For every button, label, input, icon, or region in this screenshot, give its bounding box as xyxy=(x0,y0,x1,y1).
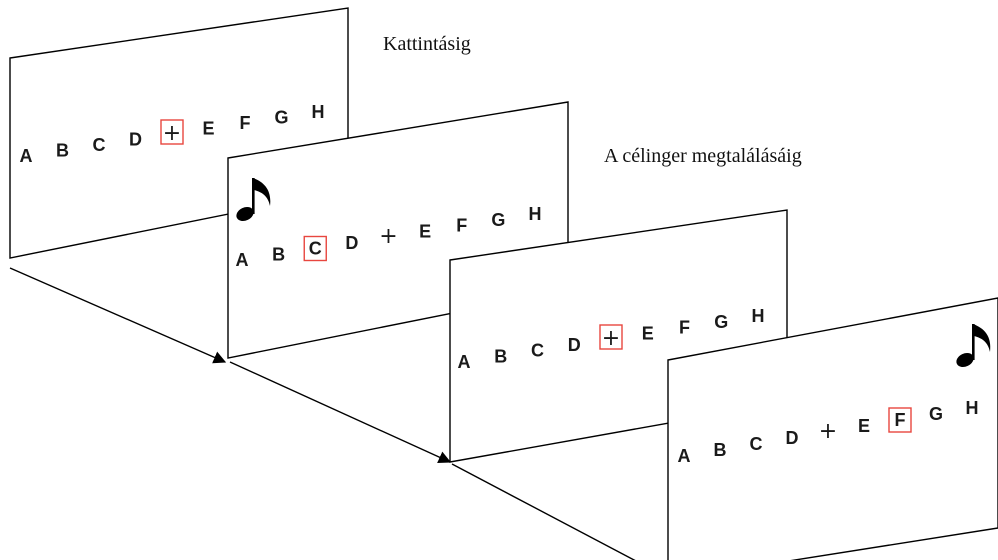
target-highlight-box xyxy=(160,119,184,145)
fixation-cross: + xyxy=(819,419,837,444)
stimulus-letter: G xyxy=(929,404,943,424)
target-highlight-box xyxy=(599,324,623,350)
stimulus-letter: H xyxy=(752,306,765,326)
stimulus-letter: A xyxy=(458,352,471,372)
target-highlight-box xyxy=(303,235,327,262)
stimulus-letter: B xyxy=(494,346,507,366)
caption-click: Kattintásig xyxy=(383,33,471,55)
stimulus-letter: A xyxy=(678,446,691,466)
stimulus-letter: E xyxy=(202,119,214,139)
stimulus-letter: F xyxy=(679,318,690,338)
stimulus-letter: B xyxy=(714,440,727,460)
screen-panel-4: A B C D + E F G H xyxy=(667,297,998,560)
stimulus-letter: E xyxy=(858,416,870,436)
fixation-cross: + xyxy=(379,224,397,249)
stimulus-letter: A xyxy=(20,146,33,166)
stimulus-letter: F xyxy=(456,216,467,236)
stimulus-letter: E xyxy=(642,323,654,343)
stimulus-letter: E xyxy=(419,221,431,241)
eighth-note-icon xyxy=(956,324,991,368)
stimulus-letter: G xyxy=(274,108,288,128)
stimulus-letter: A xyxy=(236,250,249,270)
stimulus-letter: H xyxy=(529,204,542,224)
timeline-arrow-3 xyxy=(451,463,636,560)
stimulus-letter: H xyxy=(312,102,325,122)
stimulus-letter: D xyxy=(568,335,581,355)
timeline-arrow-1 xyxy=(9,267,227,364)
stimulus-letter: G xyxy=(491,210,505,230)
stimulus-letter: B xyxy=(56,141,69,161)
stimulus-letter: G xyxy=(714,312,728,332)
stimulus-letter: C xyxy=(750,434,763,454)
fixation-cross: + xyxy=(602,326,620,351)
fixation-cross: + xyxy=(163,121,181,146)
stimulus-letter: C xyxy=(93,135,106,155)
timeline-arrow-2 xyxy=(229,361,452,464)
panel-frame xyxy=(667,297,998,560)
stimulus-letter: D xyxy=(786,428,799,448)
eighth-note-icon xyxy=(236,178,271,222)
caption-target-found: A célinger megtalálásáig xyxy=(604,145,802,167)
stimulus-letter: H xyxy=(966,398,979,418)
stimulus-letter: D xyxy=(129,130,142,150)
stimulus-letter: D xyxy=(345,233,358,253)
stimulus-letter: C xyxy=(531,341,544,361)
timeline-floor xyxy=(9,267,636,560)
stimulus-letter: B xyxy=(272,244,285,264)
stimulus-letter: F xyxy=(240,113,251,133)
stimulus-letter: C xyxy=(309,239,322,259)
target-highlight-box xyxy=(888,407,912,433)
stimulus-letter: F xyxy=(895,410,906,430)
